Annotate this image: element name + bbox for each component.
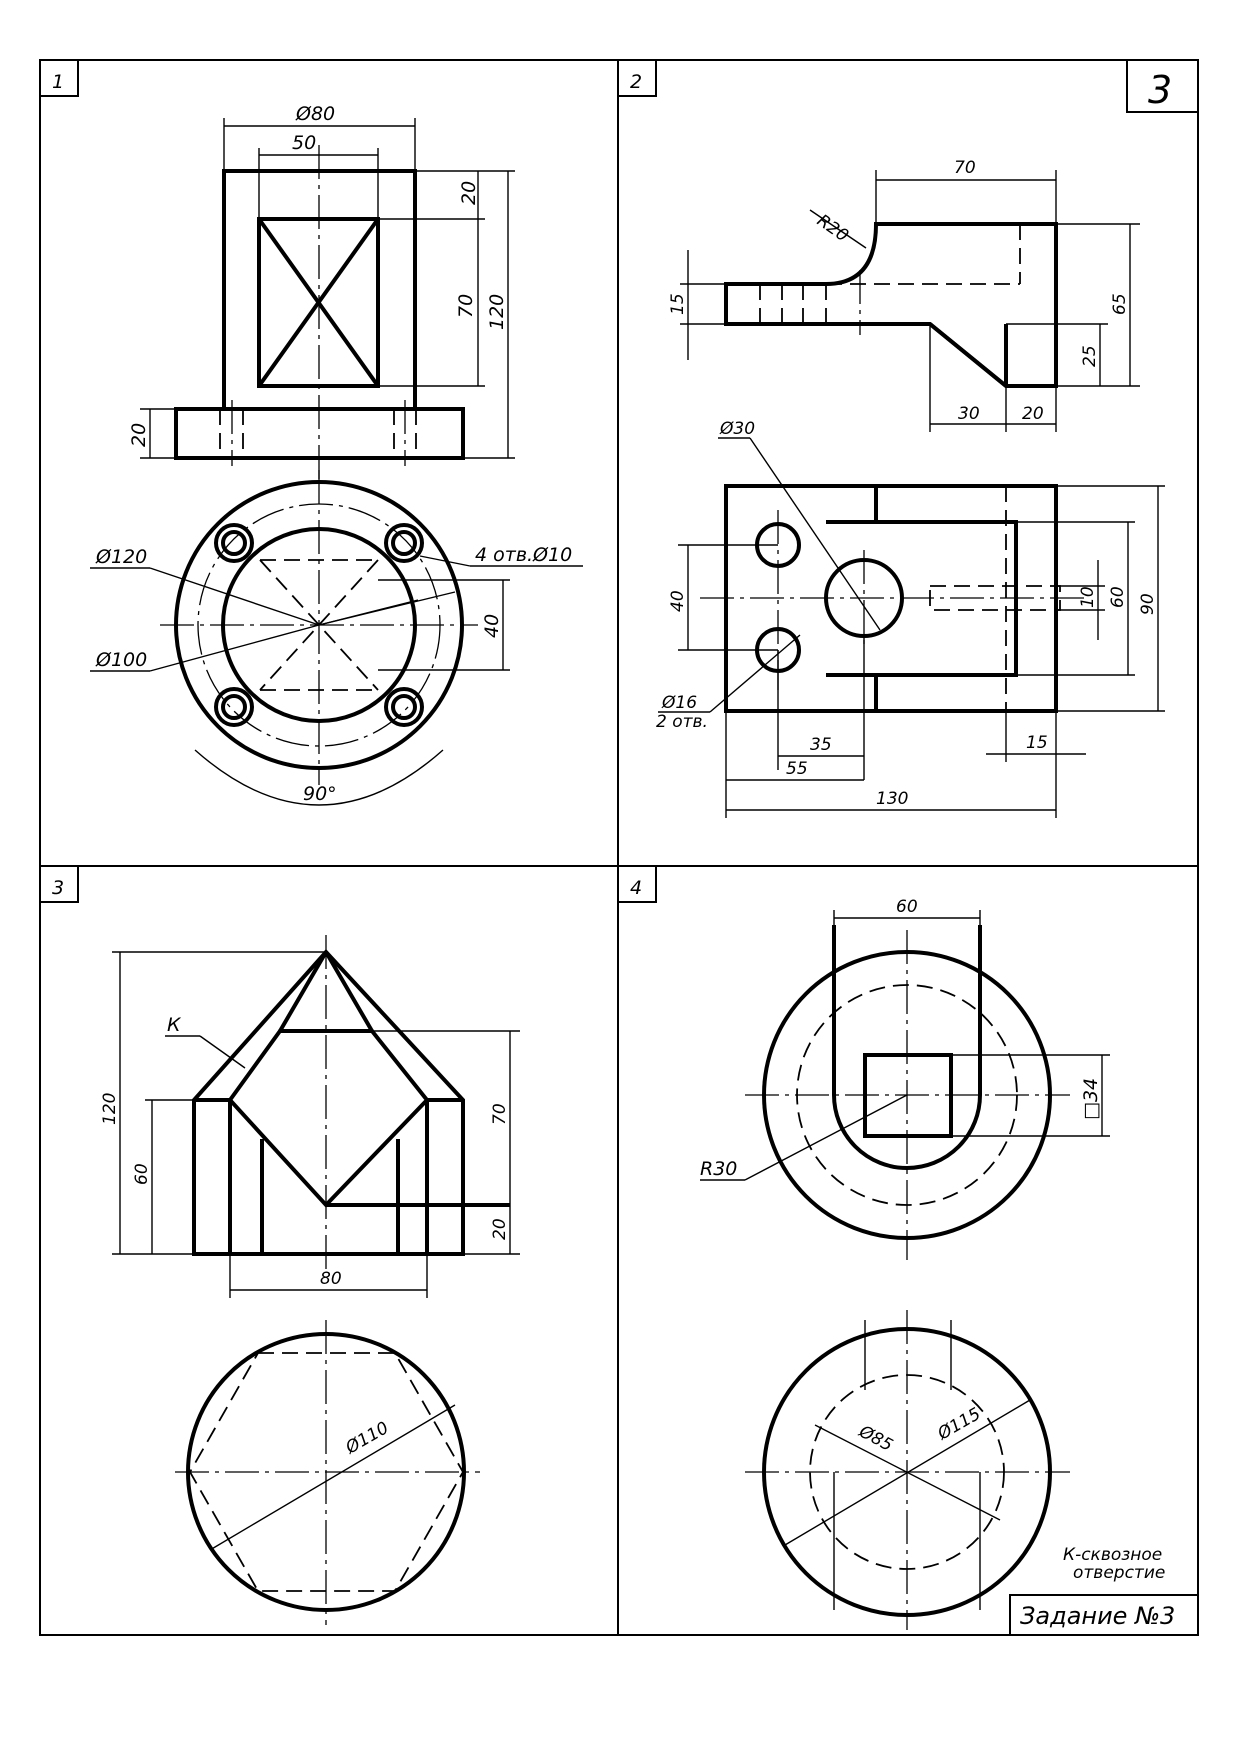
p3-dim-d110: Ø110 [342,1418,393,1459]
p3-dim-h120: 120 [100,1093,120,1125]
panel-2-drawing: 70 R20 15 65 25 30 20 Ø30 [656,158,1165,818]
p1-dim-d80: Ø80 [295,103,335,125]
p3-dim-h70: 70 [490,1103,510,1125]
p2-dim-d30: Ø30 [719,419,755,439]
p1-dim-h20-top: 20 [458,181,480,205]
p2-dim-w70: 70 [954,158,976,178]
panel-1-drawing: Ø80 50 20 70 120 20 [90,103,583,806]
p2-dim-w30: 30 [958,404,980,424]
p4-slot [832,925,982,1170]
p2-dim-h90: 90 [1138,593,1158,615]
p1-dim-h20-base: 20 [128,423,150,447]
p2-dim-w130: 130 [876,789,908,809]
panel-number-4-box: 4 [617,865,657,903]
panel-number-2: 2 [630,71,642,93]
p2-dim-w35: 35 [810,735,832,755]
p3-dim-w80: 80 [320,1269,342,1289]
p3-dim-h20: 20 [490,1218,510,1240]
p2-dim-h25: 25 [1080,345,1100,367]
p4-dim-d85: Ø85 [855,1421,896,1456]
p1-dim-w40: 40 [481,614,503,638]
p1-hole-tr [391,530,417,556]
title-box: Задание №3 [1009,1594,1199,1636]
panel-4-drawing: 60 □34 R30 Ø85 Ø115 [700,897,1110,1630]
p3-hole-k [227,1029,430,1208]
p2-dim-w55: 55 [786,759,808,779]
p4-dim-r30: R30 [700,1158,737,1180]
p1-dim-d100: Ø100 [95,649,147,671]
p1-dim-h120: 120 [486,294,508,330]
p2-dim-h40: 40 [668,590,688,612]
p1-dim-angle90: 90° [303,783,337,805]
panel-number-3-box: 3 [39,865,79,903]
p2-dim-w20: 20 [1022,404,1044,424]
p4-dim-d115: Ø115 [934,1404,985,1445]
note-line-2: отверстие [1073,1563,1165,1583]
panel-number-3: 3 [52,877,64,899]
panel-3-drawing: 120 60 70 20 80 К Ø110 [100,935,520,1625]
task-title: Задание №3 [1020,1602,1175,1630]
p3-label-k: К [167,1014,182,1036]
p2-dim-h10: 10 [1078,586,1098,608]
p2-dim-d16: Ø16 [661,693,697,713]
panel-number-4: 4 [630,877,642,899]
p1-dim-holes: 4 отв.Ø10 [475,544,572,566]
p2-dim-holes2: 2 отв. [656,712,708,732]
variant-number: 3 [1148,68,1172,112]
p1-dim-h70: 70 [455,294,477,318]
p1-hole-bl [221,694,247,720]
p2-dim-h60: 60 [1108,586,1128,608]
p1-hole-br [391,694,417,720]
p1-dim-w50: 50 [292,132,316,154]
p4-dim-sq34: □34 [1080,1078,1102,1120]
variant-box: 3 [1126,59,1199,113]
p4-dim-w60: 60 [896,897,918,917]
p3-dim-h60: 60 [132,1163,152,1185]
p3-front-outline [192,949,465,1256]
p2-dim-h15: 15 [668,293,688,315]
p1-hole-tl [221,530,247,556]
p1-dim-d120: Ø120 [95,546,147,568]
p2-dim-h65: 65 [1110,293,1130,315]
note-line-1: К-сквозное [1063,1545,1162,1565]
panel-number-1: 1 [52,71,64,93]
p2-dim-w15: 15 [1026,733,1048,753]
panel-number-2-box: 2 [617,59,657,97]
panel-number-1-box: 1 [39,59,79,97]
